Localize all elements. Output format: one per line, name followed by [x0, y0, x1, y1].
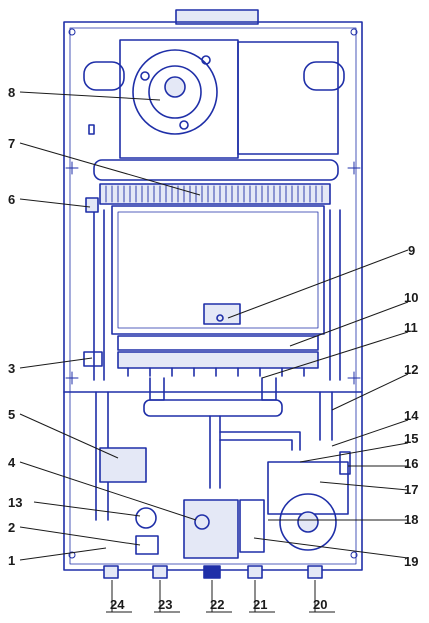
control-box [99, 447, 147, 483]
leader-6 [19, 198, 91, 208]
connector-22 [203, 565, 221, 579]
leader-8 [19, 91, 161, 101]
return-pipe [319, 391, 333, 441]
callout-4: 4 [8, 455, 16, 470]
combustion-chamber [111, 205, 325, 335]
right-flow-pipe [329, 209, 341, 381]
callout-24: 24 [110, 597, 125, 612]
gas-valve [183, 499, 239, 559]
callout-18: 18 [404, 512, 418, 527]
callout-8: 8 [8, 85, 15, 100]
lower-cross-tube [143, 399, 283, 417]
air-vent-valve [85, 197, 99, 213]
fin-pattern [105, 185, 323, 203]
callout-13: 13 [8, 495, 22, 510]
leader-5 [19, 413, 119, 459]
callout-14: 14 [404, 408, 419, 423]
callout-2: 2 [8, 520, 15, 535]
callout-5: 5 [8, 407, 15, 422]
callout-17: 17 [404, 482, 418, 497]
leader-12 [331, 373, 409, 411]
connector-24 [103, 565, 119, 579]
leader-10 [289, 301, 409, 347]
gas-valve-coil [194, 514, 210, 530]
small-slot [88, 124, 95, 135]
right-top-bracket [303, 61, 345, 91]
fan-outer-ring [132, 49, 218, 135]
callout-11: 11 [404, 320, 418, 335]
callout-20: 20 [313, 597, 327, 612]
connector-20 [307, 565, 323, 579]
connector-23 [152, 565, 168, 579]
fan-bolt-3 [179, 120, 189, 130]
leader-13 [33, 501, 141, 517]
callout-1: 1 [8, 553, 15, 568]
three-way-valve [239, 499, 265, 553]
callout-21: 21 [253, 597, 267, 612]
connecting-pipe [219, 431, 301, 451]
callout-7: 7 [8, 136, 15, 151]
electrode-center [216, 314, 224, 322]
leader-11 [261, 331, 409, 379]
callout-23: 23 [158, 597, 172, 612]
left-top-bracket [83, 61, 125, 91]
filling-tap [135, 535, 159, 555]
leader-15 [299, 442, 409, 463]
gas-pipe [209, 415, 221, 489]
callout-12: 12 [404, 362, 418, 377]
leader-14 [331, 419, 409, 447]
leader-4 [19, 461, 197, 521]
leader-1 [19, 547, 107, 561]
flue-collar [175, 9, 259, 25]
flow-sensor [135, 507, 157, 529]
fan-bolt-1 [140, 71, 150, 81]
leader-19 [253, 537, 409, 559]
fan-bolt-2 [201, 55, 211, 65]
leader-2 [19, 526, 141, 546]
pump-body [267, 461, 349, 515]
pump-hub [297, 511, 319, 533]
fan-hub [164, 76, 186, 98]
hood-frame [93, 159, 339, 181]
pump-motor [279, 493, 337, 551]
callout-19: 19 [404, 554, 418, 569]
callout-15: 15 [404, 431, 418, 446]
pump-relief-valve [339, 451, 351, 475]
casing-screws [65, 28, 361, 559]
connector-21 [247, 565, 263, 579]
callout-22: 22 [210, 597, 224, 612]
callout-3: 3 [8, 361, 15, 376]
leader-3 [19, 357, 93, 369]
callout-10: 10 [404, 290, 418, 305]
callout-16: 16 [404, 456, 418, 471]
fan-side-box [237, 41, 339, 155]
leader-17 [319, 481, 409, 491]
fan-inner-ring [148, 65, 202, 119]
crossover-pipes [149, 377, 277, 401]
combustion-chamber-inner [117, 211, 319, 329]
callout-9: 9 [408, 243, 415, 258]
callout-6: 6 [8, 192, 15, 207]
burner-top [117, 335, 319, 351]
leader-9 [227, 249, 409, 319]
heat-exchanger-fins [99, 183, 331, 205]
casing-inner-frame [69, 27, 357, 565]
manifold-jets [127, 367, 305, 377]
leader-7 [19, 142, 201, 196]
burner-manifold [117, 351, 319, 369]
